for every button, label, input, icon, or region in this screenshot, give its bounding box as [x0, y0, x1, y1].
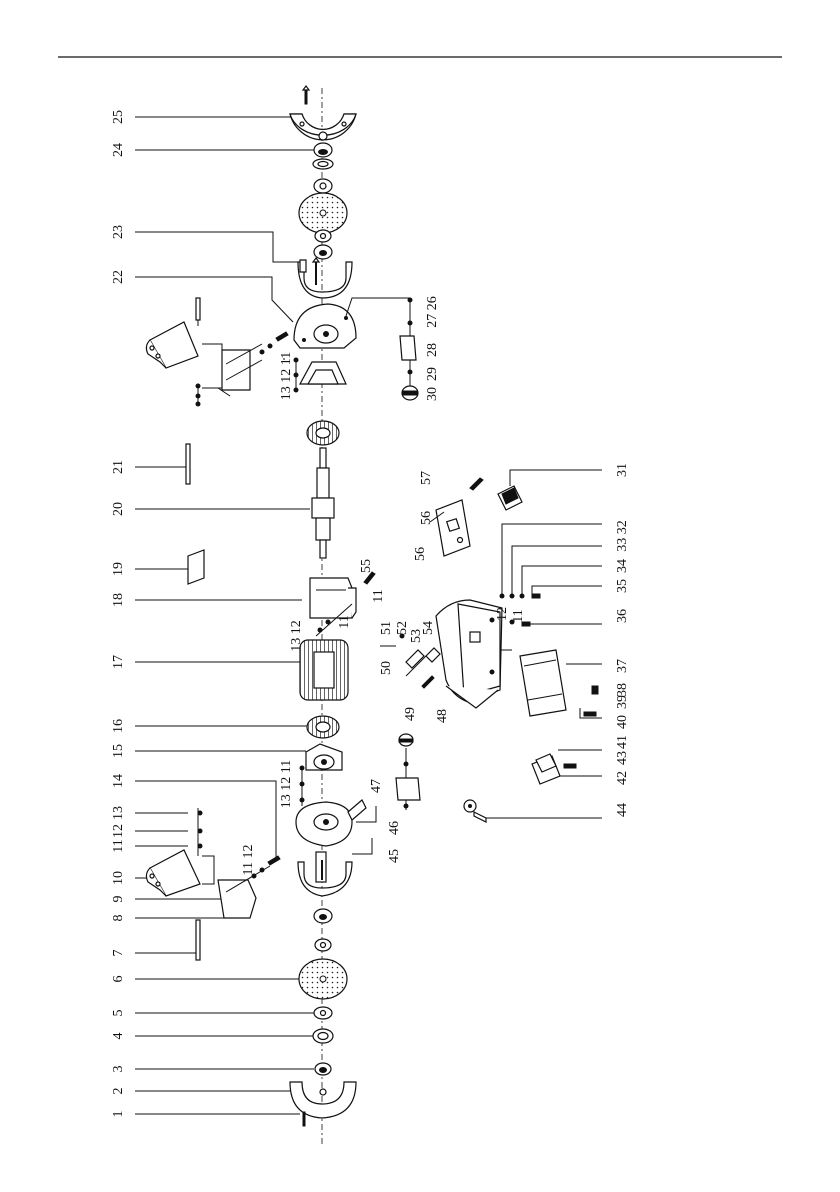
label-12-tray: 12 [495, 607, 510, 621]
wheel-guard-cover-bottom [290, 1082, 356, 1126]
motor-stator [300, 640, 348, 700]
label-30: 30 [425, 387, 440, 401]
label-16: 16 [111, 719, 126, 733]
label-2: 2 [111, 1088, 126, 1095]
label-31: 31 [615, 463, 630, 477]
label-11: 11 [111, 839, 126, 852]
shield-bracket-bottom: 11 12 [196, 845, 280, 960]
flange-nut-top [313, 143, 333, 169]
label-15: 15 [111, 744, 126, 758]
label-28: 28 [425, 343, 440, 357]
label-5: 5 [111, 1010, 126, 1017]
label-21: 21 [111, 460, 126, 474]
left-label-group: 25 24 23 22 21 20 19 18 17 16 15 14 13 1… [111, 110, 126, 1118]
motor-housing-block [310, 578, 356, 618]
label-3: 3 [111, 1066, 126, 1073]
label-38: 38 [615, 683, 630, 697]
label-36: 36 [615, 609, 630, 623]
label-23: 23 [111, 225, 126, 239]
label-18: 18 [111, 593, 126, 607]
label-11-55: 11 [371, 589, 386, 602]
label-54: 54 [421, 621, 436, 635]
switch-button [498, 470, 602, 510]
outer-flange-bottom [313, 1029, 333, 1043]
label-27-26: 27 26 [425, 296, 440, 328]
power-plug [464, 800, 602, 822]
label-25: 25 [111, 110, 126, 124]
label-11-housing: 11 [337, 615, 352, 628]
guard-back-plate-top [294, 304, 356, 384]
label-1: 1 [111, 1111, 126, 1118]
label-4: 4 [111, 1033, 126, 1040]
label-50: 50 [379, 661, 394, 675]
grinding-wheel-bottom [299, 959, 347, 999]
label-14: 14 [111, 774, 126, 788]
bearing-bottom [307, 716, 339, 738]
right-label-group: 27 26 28 29 30 31 33 32 34 35 36 37 38 4… [425, 296, 630, 817]
label-10: 10 [111, 871, 126, 885]
label-33-32: 33 32 [615, 520, 630, 552]
label-11-12-bottom: 11 12 [241, 845, 256, 876]
tool-rest-chain [346, 298, 418, 401]
label-48: 48 [435, 709, 450, 723]
label-46: 46 [387, 821, 402, 835]
label-7: 7 [111, 950, 126, 957]
label-57: 57 [419, 471, 434, 485]
label-49: 49 [403, 707, 418, 721]
label-13-12-11-mid: 13 12 11 [279, 760, 294, 808]
label-19: 19 [111, 562, 126, 576]
label-plate [188, 550, 204, 584]
switch-box [532, 750, 602, 784]
label-40: 40 [615, 715, 630, 729]
label-13-12-11-top: 13 12 11 [279, 352, 294, 400]
label-45: 45 [387, 849, 402, 863]
screw-washer-set-top: 13 12 11 [279, 352, 299, 400]
label-41: 41 [615, 735, 630, 749]
wheel-guard-body-top [298, 258, 352, 298]
wheel-guard-body-bottom [298, 852, 352, 896]
wheel-guard-cover-top [290, 86, 356, 140]
shield-bracket-top [196, 332, 289, 407]
label-42: 42 [615, 771, 630, 785]
label-52: 52 [395, 621, 410, 635]
label-37: 37 [615, 659, 630, 673]
armature-shaft [312, 448, 334, 558]
grinding-wheel-top [299, 193, 347, 233]
circuit-board [520, 650, 602, 716]
label-8: 8 [111, 915, 126, 922]
label-9: 9 [111, 896, 126, 903]
label-20: 20 [111, 502, 126, 516]
stud-bolt [186, 444, 190, 484]
label-44: 44 [615, 803, 630, 817]
label-12: 12 [111, 824, 126, 838]
label-13: 13 [111, 806, 126, 820]
board-screws [580, 708, 602, 718]
label-47: 47 [369, 779, 384, 793]
flange-nut-bottom [315, 1063, 331, 1075]
label-29: 29 [425, 367, 440, 381]
label-56a: 56 [419, 511, 434, 525]
label-56b: 56 [413, 547, 428, 561]
left-leader-lines [135, 117, 316, 1114]
label-6: 6 [111, 976, 126, 983]
label-22: 22 [111, 270, 126, 284]
label-35: 35 [615, 579, 630, 593]
bearing-top [307, 421, 339, 445]
switch-plate [430, 478, 483, 556]
eye-shield-top [146, 298, 200, 368]
label-55: 55 [359, 559, 374, 573]
tool-rest-bottom [352, 734, 420, 854]
end-cap-bottom [306, 744, 342, 770]
label-24: 24 [111, 143, 126, 157]
label-34: 34 [615, 559, 630, 573]
screw-washer-set-mid: 13 12 11 [279, 760, 305, 808]
label-51: 51 [379, 621, 394, 635]
label-13-12-housing: 13 12 [289, 620, 304, 652]
label-43: 43 [615, 751, 630, 765]
guard-back-plate-bottom [296, 800, 366, 846]
label-17: 17 [111, 655, 126, 669]
eye-shield-bottom [146, 808, 202, 896]
label-39: 39 [615, 695, 630, 709]
